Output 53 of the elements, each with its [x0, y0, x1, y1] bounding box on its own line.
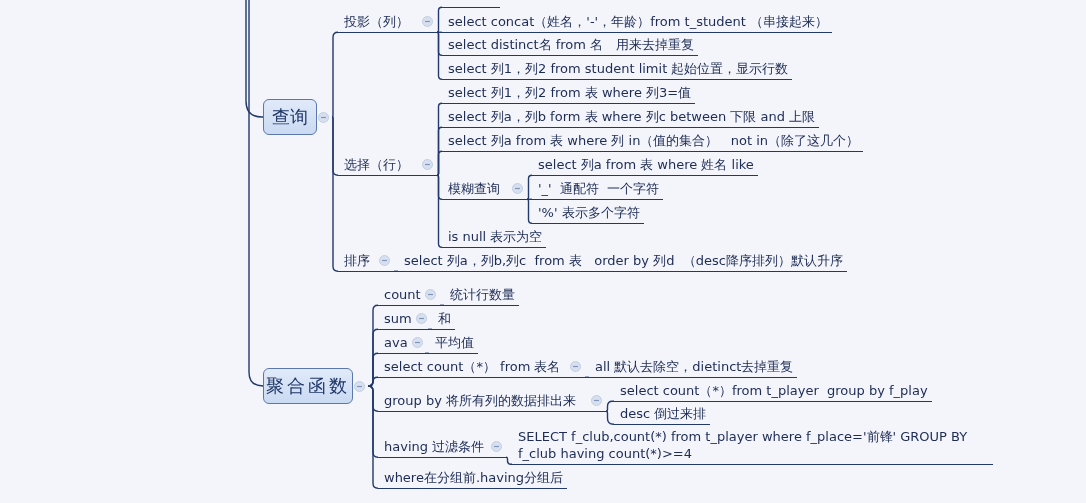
connector-line [436, 31, 443, 80]
topic-text: '_' 通配符 一个字符 [532, 178, 664, 200]
connector-line [367, 376, 379, 387]
topic-text: select 列a from 表 where 姓名 like [532, 154, 758, 176]
topic-text: select count（*） from 表名 [384, 357, 561, 375]
connector-line [584, 376, 590, 378]
topic-text: all 默认去除空，dietinct去掉重复 [589, 356, 798, 378]
topic-text: 平均值 [429, 332, 478, 354]
connector-line [605, 410, 615, 425]
topic-text: group by 将所有列的数据排出来 [384, 391, 576, 409]
topic-box: 查询 [263, 99, 317, 135]
topic-text: select 列a，列b,列c from 表 order by 列d （desc降序排列）默认升序 [398, 250, 847, 272]
topic-text: select 列a from 表 where 列 in（值的集合） not in（除了这几个） [442, 130, 864, 152]
topic-text: 选择（行） [344, 155, 409, 173]
topic-text: 模糊查询 [448, 179, 500, 197]
topic-text: is null 表示为空 [442, 226, 547, 248]
topic-text: count [384, 285, 421, 303]
connector-line [439, 304, 445, 306]
topic-text: SELECT f_club,count(*) from t_player where f_place='前锋' GROUP BY f_club having count(*)>=4 [512, 427, 993, 465]
connector-line [436, 31, 443, 33]
connector-line [331, 116, 339, 272]
connector-line [248, 0, 264, 387]
connector-line [367, 385, 379, 489]
connector-line [436, 6, 443, 33]
topic-text: where在分组前.having分组后 [378, 467, 568, 489]
connector-line [526, 198, 533, 224]
connector-line [436, 174, 443, 248]
connector-line [526, 198, 533, 200]
connector-line [436, 150, 443, 176]
connector-line [393, 270, 399, 272]
topic-text: having 过滤条件 [384, 437, 485, 455]
topic-box: 聚合函数 [263, 368, 353, 404]
topic-text: select 列1，列2 from student limit 起始位置，显示行数 [442, 58, 793, 80]
connector-line [427, 328, 433, 330]
topic-text: select concat（姓名，'-'，年龄）from t_student （串接起来） [442, 11, 832, 33]
topic-text: 和 [432, 308, 455, 330]
topic-text: select 列a，列b form 表 where 列c between 下限 and 上限 [442, 106, 820, 128]
topic-text: sum [384, 309, 412, 327]
topic-text: ava [384, 333, 408, 351]
connector-line [331, 31, 339, 118]
topic-text: select count（*）from t_player group by f_play [614, 380, 932, 402]
topic-text: select distinct名 from 名 用来去掉重复 [442, 34, 698, 56]
connector-line [245, 0, 264, 118]
topic-text: desc 倒过来排 [614, 403, 711, 425]
connector-line [526, 174, 533, 200]
topic-text: 投影（列） [344, 12, 409, 30]
topic-text: 排序 [344, 251, 370, 269]
connector-line [605, 400, 615, 412]
topic-text: '%' 表示多个字符 [532, 202, 644, 224]
connector-line [424, 352, 430, 354]
topic-text: select 列1，列2 from 表 where 列3=值 [442, 82, 696, 104]
connector-line [505, 456, 513, 465]
topic-text: 统计行数量 [444, 284, 519, 306]
